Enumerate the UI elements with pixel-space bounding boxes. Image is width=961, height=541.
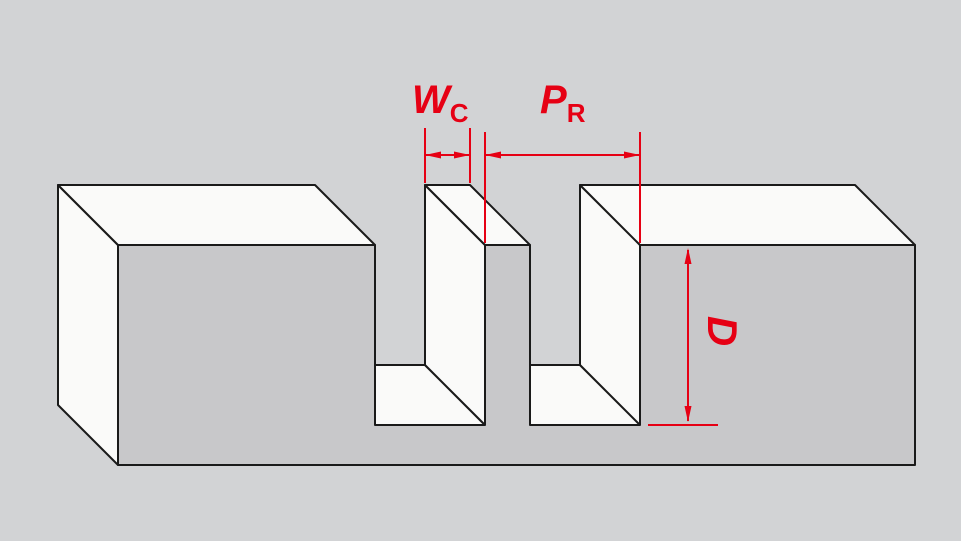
front-face — [117, 244, 916, 466]
rib-top-face — [424, 184, 531, 246]
pr-arrowhead-left-icon — [485, 151, 501, 159]
pr-label: PR — [540, 78, 586, 128]
pr-subscript: R — [567, 98, 586, 128]
right-block-top-face — [579, 184, 916, 246]
left-block-top-face — [57, 184, 376, 246]
pr-arrowhead-right-icon — [624, 151, 640, 159]
d-arrowhead-bottom-icon — [684, 406, 692, 422]
wc-arrowhead-left-icon — [425, 151, 441, 159]
wc-subscript: C — [450, 98, 469, 128]
wc-label: WC — [412, 78, 469, 128]
d-label: D — [699, 316, 746, 346]
pr-symbol: P — [540, 78, 567, 122]
d-arrowhead-top-icon — [684, 248, 692, 264]
wc-arrowhead-right-icon — [454, 151, 470, 159]
wc-symbol: W — [412, 78, 453, 122]
